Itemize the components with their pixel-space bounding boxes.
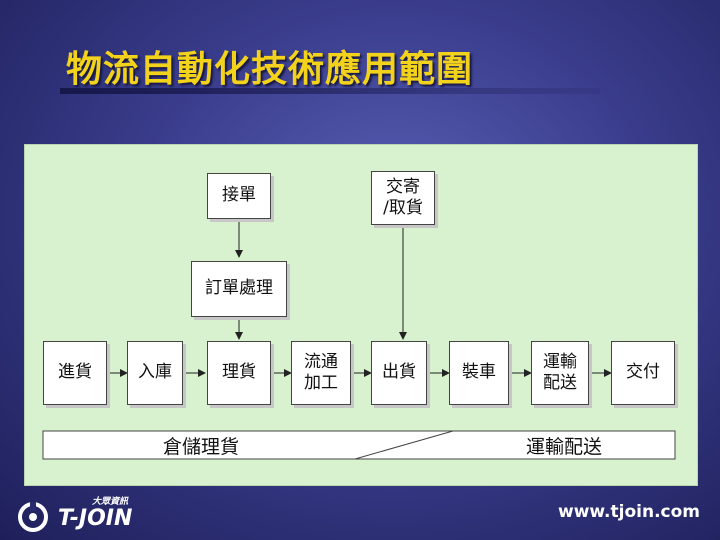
node-circulation: 流通 加工: [291, 341, 351, 405]
node-management: 理貨: [207, 341, 271, 405]
bar-warehouse: 倉儲理貨: [162, 435, 239, 458]
title-underline: [60, 88, 600, 94]
slide-title: 物流自動化技術應用範圍: [66, 49, 474, 90]
footer-url[interactable]: www.tjoin.com: [558, 502, 700, 522]
logo-top-text: 大眾資訊: [92, 497, 129, 507]
node-transport: 運輸 配送: [531, 341, 589, 405]
node-order-processing: 訂單處理: [191, 261, 287, 317]
flow-arrows: [42, 219, 676, 460]
bottom-bar-split: [354, 430, 454, 460]
node-deliver-pickup: 交寄 /取貨: [371, 171, 435, 225]
node-outbound: 出貨: [371, 341, 427, 405]
diagram-panel: 接單 交寄 /取貨 訂單處理 進貨 入庫 理貨 流通 加工 出貨 裝車 運輸 配…: [24, 144, 698, 486]
node-order: 接單: [207, 173, 271, 219]
logo-mark-icon: [18, 502, 48, 532]
node-inbound: 入庫: [127, 341, 183, 405]
node-purchasing: 進貨: [43, 341, 107, 405]
logo-name: T-JOIN: [58, 506, 133, 531]
node-handover: 交付: [611, 341, 675, 405]
company-logo: 大眾資訊 T-JOIN: [18, 494, 148, 534]
node-loading: 裝車: [449, 341, 509, 405]
bar-logistics: 運輸配送: [525, 435, 602, 458]
bottom-bar-frame: [42, 430, 676, 460]
